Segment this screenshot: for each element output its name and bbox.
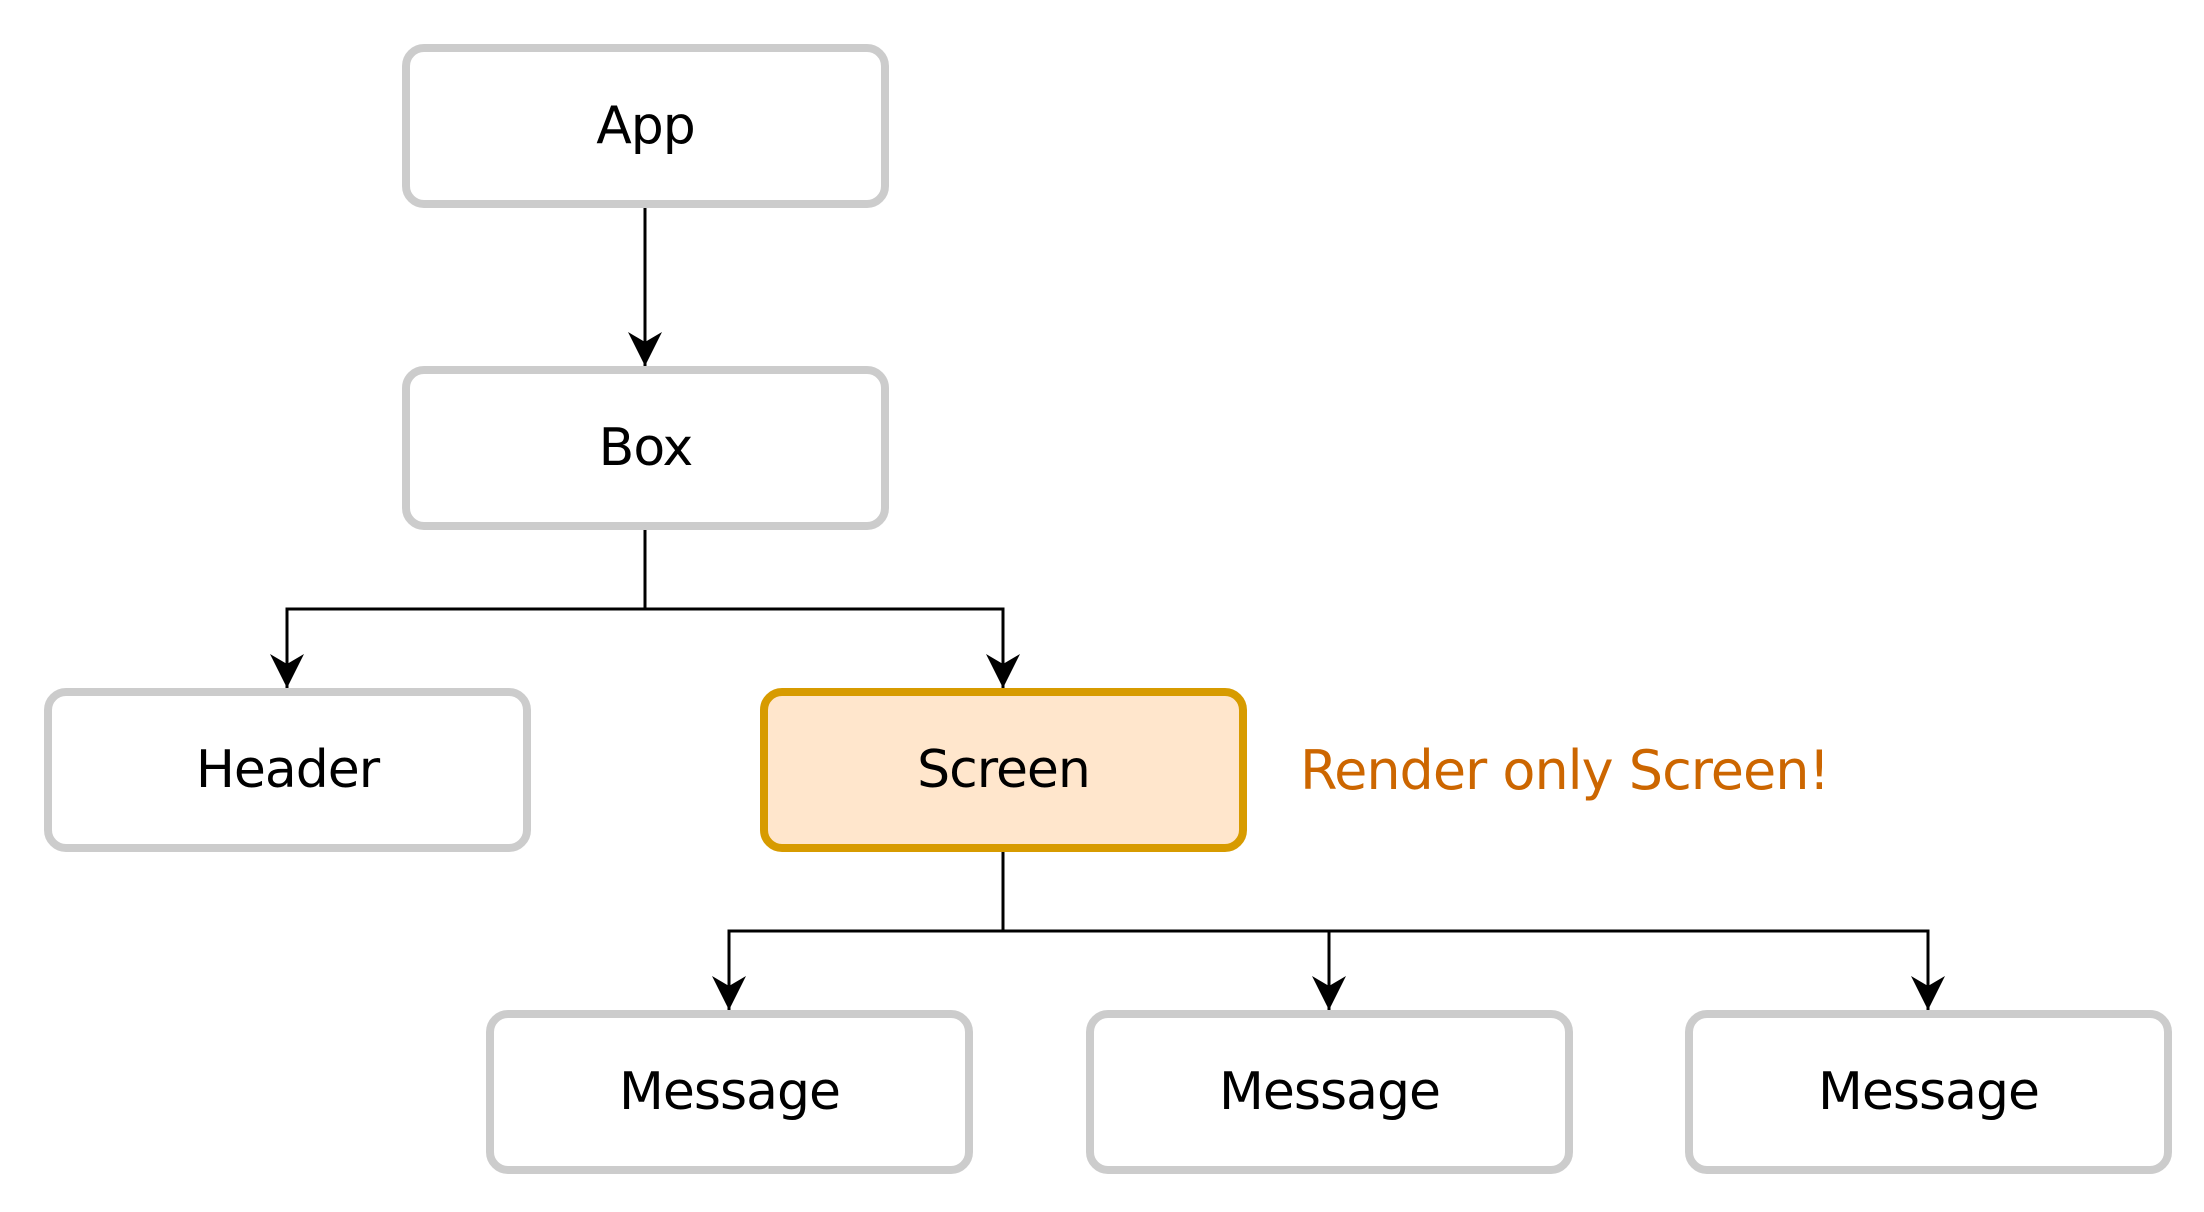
box-node: Box bbox=[402, 366, 889, 530]
arrowhead-message-2 bbox=[1312, 976, 1346, 1010]
arrowhead-header bbox=[270, 654, 304, 688]
arrowhead-box bbox=[628, 332, 662, 366]
screen-label: Screen bbox=[917, 740, 1091, 800]
edge-screen-message-2 bbox=[1003, 929, 1331, 1010]
edge-box-children bbox=[285, 530, 647, 688]
app-label: App bbox=[596, 96, 696, 156]
arrowhead-message-1 bbox=[712, 976, 746, 1010]
message-label: Message bbox=[1219, 1062, 1441, 1122]
header-label: Header bbox=[195, 740, 380, 800]
message-node: Message bbox=[1685, 1010, 2172, 1174]
message-label: Message bbox=[1818, 1062, 2040, 1122]
header-node: Header bbox=[44, 688, 531, 852]
app-node: App bbox=[402, 44, 889, 208]
box-label: Box bbox=[598, 418, 694, 478]
arrowhead-screen bbox=[986, 654, 1020, 688]
render-annotation: Render only Screen! bbox=[1300, 738, 1830, 802]
screen-node-highlighted: Screen bbox=[760, 688, 1247, 852]
edge-box-screen bbox=[645, 607, 1005, 688]
edge-screen-message-1 bbox=[727, 852, 1005, 1010]
message-node: Message bbox=[1086, 1010, 1573, 1174]
message-label: Message bbox=[619, 1062, 841, 1122]
arrowhead-message-3 bbox=[1911, 976, 1945, 1010]
edge-screen-message-3 bbox=[1329, 929, 1930, 1010]
message-node: Message bbox=[486, 1010, 973, 1174]
